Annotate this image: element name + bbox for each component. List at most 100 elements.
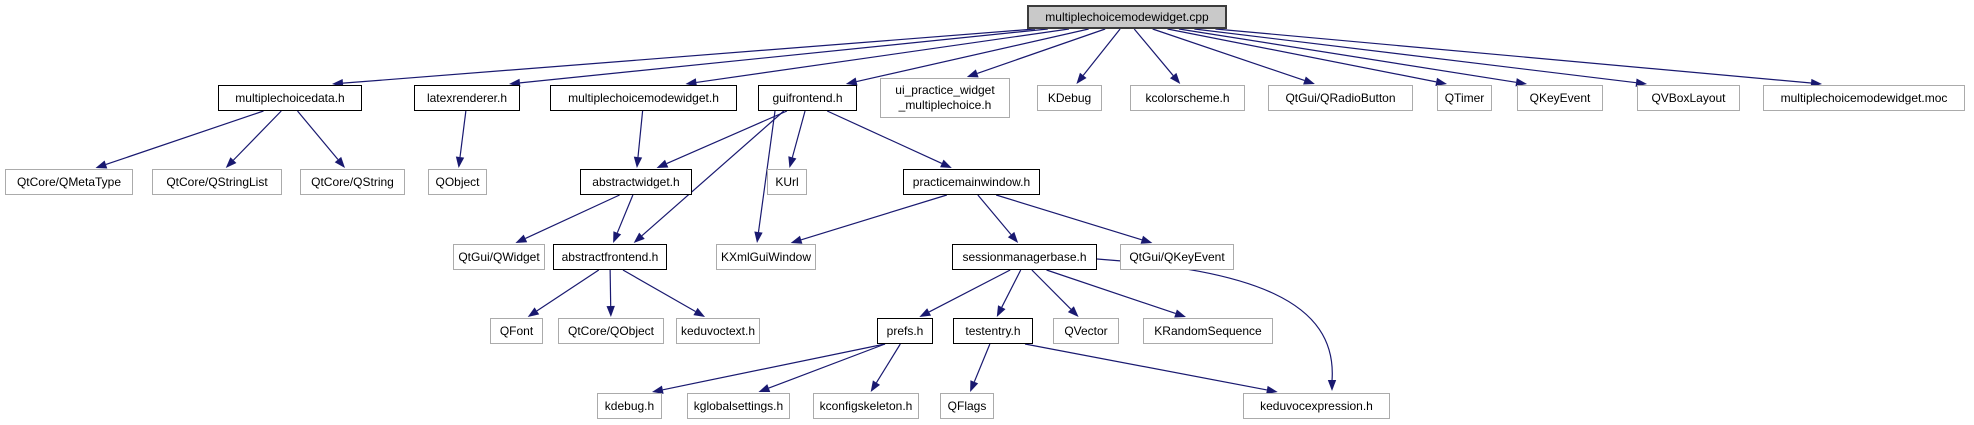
edge-smb-to-prefs-arrowhead <box>919 308 932 317</box>
edge-root-to-qkeyevent <box>1178 28 1517 83</box>
edge-testentry-to-keduvocexpr-arrowhead <box>1266 385 1278 395</box>
edge-gui-to-kxml <box>757 110 776 233</box>
edge-mcd-to-qstringlist <box>233 110 282 161</box>
edge-gui-to-kxml-arrowhead <box>754 231 763 243</box>
edge-root-to-uipw <box>977 28 1106 74</box>
node-mcmwh[interactable]: multiplechoicemodewidget.h <box>550 85 737 111</box>
node-qfont: QFont <box>490 318 543 344</box>
node-smb[interactable]: sessionmanagerbase.h <box>952 244 1097 270</box>
node-kcolor: kcolorscheme.h <box>1130 85 1245 111</box>
node-moc: multiplechoicemodewidget.moc <box>1763 85 1965 111</box>
edge-root-to-gui-arrowhead <box>845 77 858 86</box>
node-qtcoreqobject: QtCore/QObject <box>558 318 664 344</box>
edge-mcd-to-qmetatype-arrowhead <box>95 160 108 169</box>
edge-pmw-to-kxml <box>800 194 948 241</box>
edge-abstractfrontend-to-keduvoctext-arrowhead <box>693 307 706 317</box>
edge-prefs-to-kconfigskel-arrowhead <box>870 380 881 392</box>
node-qtimer: QTimer <box>1437 85 1492 111</box>
edge-abstractfrontend-to-qfont-arrowhead <box>527 307 540 317</box>
node-mcd[interactable]: multiplechoicedata.h <box>218 85 362 111</box>
node-keduvocexpr: keduvocexpression.h <box>1243 393 1390 419</box>
edge-root-to-kdebugcaps-arrowhead <box>1076 72 1087 84</box>
edge-root-to-qvbox-arrowhead <box>1635 78 1647 87</box>
node-gui[interactable]: guifrontend.h <box>758 85 857 111</box>
edge-gui-to-abstractwidget <box>666 110 788 165</box>
edge-smb-to-prefs <box>928 269 1011 313</box>
edge-root-to-qradio <box>1152 28 1305 82</box>
node-qvector: QVector <box>1053 318 1119 344</box>
edge-gui-to-kurl <box>791 110 806 158</box>
edge-smb-to-qvector-arrowhead <box>1067 306 1079 317</box>
edge-smb-to-qvector <box>1031 269 1072 310</box>
edge-smb-to-keduvocexpr-arrowhead <box>1327 380 1337 391</box>
edge-gui-to-pmw <box>826 110 943 164</box>
edge-abstractwidget-to-abstractfrontend <box>616 194 634 234</box>
edge-latex-to-qobject <box>459 110 467 158</box>
edge-root-to-kcolor-arrowhead <box>1169 72 1181 84</box>
edge-root-to-mcmwh <box>696 28 1070 84</box>
node-abstractwidget[interactable]: abstractwidget.h <box>580 169 692 195</box>
edge-abstractwidget-to-qwidget-arrowhead <box>515 234 528 243</box>
edge-abstractfrontend-to-qtcoreqobject-arrowhead <box>606 305 615 317</box>
node-qvbox: QVBoxLayout <box>1637 85 1740 111</box>
node-qstring: QtCore/QString <box>300 169 405 195</box>
edge-pmw-to-kxml-arrowhead <box>790 235 803 244</box>
edge-latex-to-qobject-arrowhead <box>455 156 465 168</box>
edge-mcmwh-to-abstractwidget-arrowhead <box>633 156 643 168</box>
edge-gui-to-abstractwidget-arrowhead <box>656 159 669 168</box>
edge-gui-to-pmw-arrowhead <box>940 159 952 168</box>
edge-root-to-kcolor <box>1133 28 1174 76</box>
node-qwidget: QtGui/QWidget <box>453 244 545 270</box>
node-uipw: ui_practice_widget_multiplechoice.h <box>880 78 1010 118</box>
edge-root-to-qradio-arrowhead <box>1303 76 1315 85</box>
edge-gui-to-kurl-arrowhead <box>788 156 797 168</box>
node-prefs[interactable]: prefs.h <box>877 318 933 344</box>
node-latex[interactable]: latexrenderer.h <box>414 85 520 111</box>
node-kconfigskel: kconfigskeleton.h <box>813 393 919 419</box>
edge-prefs-to-kglobal <box>768 343 886 389</box>
edge-root-to-uipw-arrowhead <box>966 69 979 78</box>
node-qtguikeyevent: QtGui/QKeyEvent <box>1120 244 1234 270</box>
edge-prefs-to-kdebugh-arrowhead <box>652 385 664 394</box>
edge-testentry-to-qflags <box>973 343 991 383</box>
edge-root-to-latex-arrowhead <box>509 78 521 88</box>
edge-mcd-to-qstringlist-arrowhead <box>225 157 237 168</box>
edge-smb-to-krandom-arrowhead <box>1174 309 1186 318</box>
edge-mcd-to-qmetatype <box>105 110 264 166</box>
edge-testentry-to-qflags-arrowhead <box>970 380 979 392</box>
node-kglobal: kglobalsettings.h <box>687 393 790 419</box>
node-testentry[interactable]: testentry.h <box>953 318 1033 344</box>
edge-root-to-qkeyevent-arrowhead <box>1515 78 1527 87</box>
node-qmetatype: QtCore/QMetaType <box>5 169 133 195</box>
node-qstringlist: QtCore/QStringList <box>152 169 282 195</box>
edge-abstractfrontend-to-qfont <box>536 269 600 312</box>
edge-pmw-to-qtguikeyevent-arrowhead <box>1140 235 1153 244</box>
node-qradio: QtGui/QRadioButton <box>1268 85 1413 111</box>
node-abstractfrontend[interactable]: abstractfrontend.h <box>553 244 667 270</box>
node-qflags: QFlags <box>940 393 994 419</box>
node-kdebugh: kdebug.h <box>597 393 662 419</box>
node-keduvoctext: keduvoctext.h <box>676 318 760 344</box>
edge-root-to-mcmwh-arrowhead <box>685 78 697 87</box>
edge-gui-to-abstractfrontend-arrowhead <box>633 232 645 243</box>
node-kdebugcaps: KDebug <box>1037 85 1102 111</box>
node-kxml: KXmlGuiWindow <box>716 244 816 270</box>
node-qobject: QObject <box>428 169 487 195</box>
edge-prefs-to-kconfigskel <box>875 343 901 383</box>
edge-mcd-to-qstring-arrowhead <box>334 156 345 168</box>
edge-root-to-gui <box>856 28 1089 83</box>
node-root: multiplechoicemodewidget.cpp <box>1027 5 1227 29</box>
edge-root-to-qtimer-arrowhead <box>1435 77 1447 86</box>
edge-abstractwidget-to-qwidget <box>525 194 620 239</box>
edge-abstractfrontend-to-keduvoctext <box>622 269 696 313</box>
node-pmw[interactable]: practicemainwindow.h <box>903 169 1040 195</box>
edge-mcd-to-qstring <box>297 110 339 160</box>
edge-abstractfrontend-to-qtcoreqobject <box>609 269 612 307</box>
edge-root-to-kdebugcaps <box>1082 28 1121 76</box>
edge-mcmwh-to-abstractwidget <box>637 110 644 158</box>
edge-testentry-to-keduvocexpr <box>1024 343 1267 391</box>
edge-pmw-to-smb-arrowhead <box>1007 231 1019 243</box>
edge-pmw-to-qtguikeyevent <box>995 194 1143 241</box>
edge-root-to-qtimer <box>1167 28 1437 83</box>
